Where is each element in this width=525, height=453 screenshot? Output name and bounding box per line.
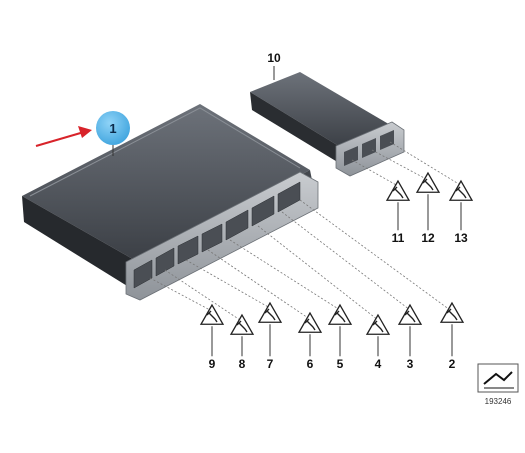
plug-warning-icon: [385, 179, 411, 201]
callout-part-5[interactable]: 5: [327, 303, 353, 371]
callout-label: 2: [449, 357, 456, 371]
callout-part-7[interactable]: 7: [257, 301, 283, 371]
plug-warning-icon: [257, 301, 283, 323]
callout-label: 10: [267, 51, 281, 65]
callout-label: 8: [239, 357, 246, 371]
reference-number: 193246: [485, 397, 512, 406]
main-control-module: [22, 104, 319, 301]
callout-label: 12: [421, 231, 435, 245]
callout-part-13[interactable]: 13: [448, 179, 474, 245]
callout-label: 5: [337, 357, 344, 371]
callout-part-10[interactable]: 10: [267, 51, 281, 80]
callout-label: 9: [209, 357, 216, 371]
reference-box: 193246: [477, 363, 519, 406]
callout-part-11[interactable]: 11: [385, 179, 411, 245]
pointer-arrow: [35, 126, 92, 147]
plug-warning-icon: [448, 179, 474, 201]
callout-part-6[interactable]: 6: [297, 311, 323, 371]
plug-warning-icon: [229, 313, 255, 335]
plug-warning-icon: [439, 301, 465, 323]
plug-warning-icon: [397, 303, 423, 325]
callout-part-8[interactable]: 8: [229, 313, 255, 371]
callout-part-3[interactable]: 3: [397, 303, 423, 371]
plug-warning-icon: [415, 171, 441, 193]
callout-label: 3: [407, 357, 414, 371]
callout-label: 11: [392, 231, 405, 245]
callout-label: 4: [375, 357, 382, 371]
plug-warning-icon: [327, 303, 353, 325]
part-1-badge[interactable]: 1: [96, 111, 130, 156]
callout-label: 6: [307, 357, 314, 371]
small-module: [250, 72, 405, 177]
callout-part-9[interactable]: 9: [199, 303, 225, 371]
callout-label: 7: [267, 357, 274, 371]
plug-warning-icon: [199, 303, 225, 325]
leader-lines: [149, 141, 463, 321]
callout-part-12[interactable]: 12: [415, 171, 441, 245]
plug-warning-icon: [365, 313, 391, 335]
callout-part-4[interactable]: 4: [365, 313, 391, 371]
badge-label: 1: [109, 121, 116, 136]
callout-label: 13: [454, 231, 468, 245]
wire-reference-icon: [483, 371, 514, 389]
plug-warning-icon: [297, 311, 323, 333]
callout-part-2[interactable]: 2: [439, 301, 465, 371]
